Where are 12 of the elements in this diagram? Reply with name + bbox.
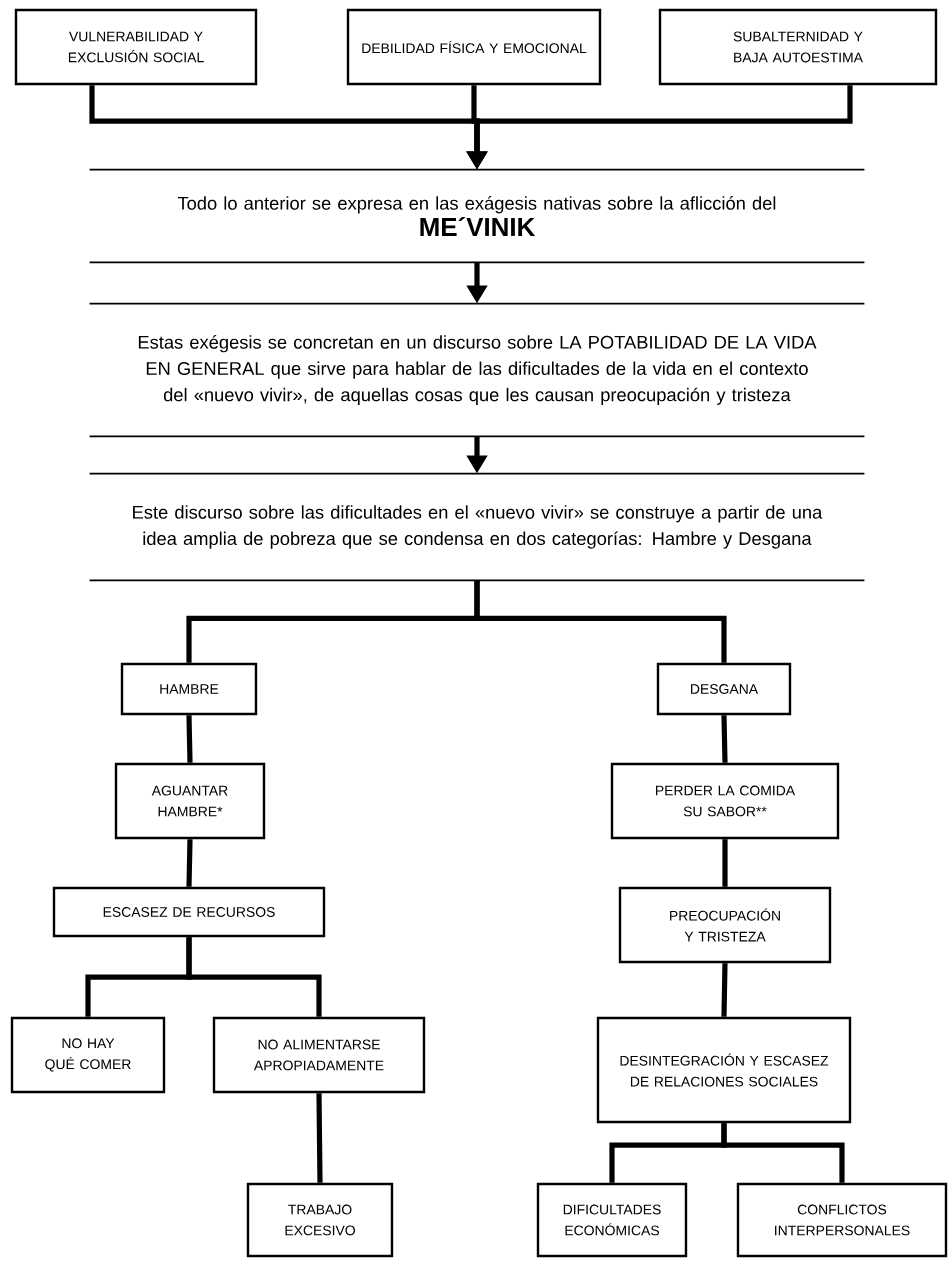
connector-line: [721, 963, 728, 1017]
connector-line: [721, 1123, 845, 1183]
connector-line: [186, 715, 193, 763]
connector-line: [474, 580, 727, 663]
connector-line: [186, 937, 322, 1017]
connector-line: [316, 1093, 323, 1183]
connector-line: [186, 839, 193, 887]
text-band: Todo lo anterior se expresa en las exágesis nativas sobre la aflicción del ME´VINIK: [88, 168, 866, 264]
connector-line: [722, 839, 728, 887]
text-band: Este discurso sobre las dificultades en el «nuevo vivir» se construye a partir de una idea amplia de pobreza que se condensa en dos categorías: Hambre y Desgana: [88, 472, 866, 582]
text-band: Estas exégesis se concretan en un discurso sobre LA POTABILIDAD DE LA VIDA EN GENERAL que sirve para hablar de las dificultades de la vida en el contexto del «nuevo vivir», de aquellas cosas que les causan preocupación y tristeza: [88, 302, 866, 438]
connector-line: [721, 715, 728, 763]
